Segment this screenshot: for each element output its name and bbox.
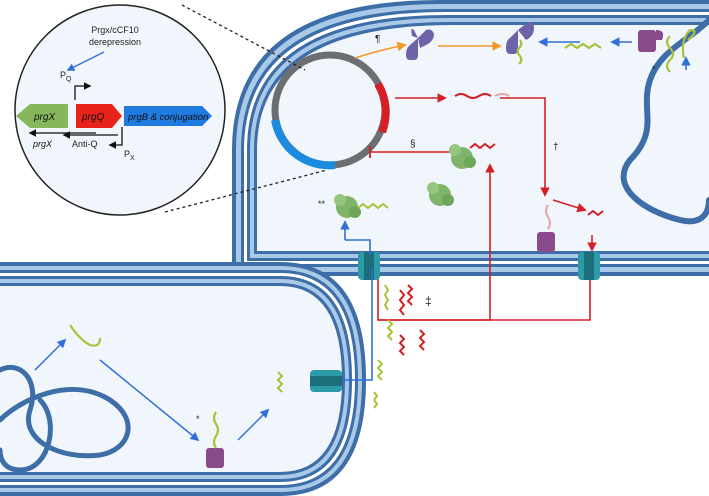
zoom-line-bottom	[164, 169, 328, 213]
recipient-cell	[0, 262, 366, 496]
gene-prgb-label: prgB & conjugation	[127, 112, 208, 123]
symbol-section: §	[410, 139, 416, 150]
transcript-antiq-label: Anti-Q	[72, 139, 98, 149]
transcript-prgx-label: prgX	[32, 139, 53, 149]
derepression-label-line2: derepression	[89, 37, 141, 47]
recipient-chromosome	[0, 364, 131, 473]
blue-arrow-to-export-bottom	[237, 408, 270, 441]
red-arrow-processing	[552, 199, 587, 213]
gene-prgq-arrow	[76, 104, 122, 128]
donor-chromosome	[620, 17, 709, 225]
symbol-star-double: **	[318, 199, 326, 209]
symbol-double-dagger: ‡	[425, 294, 432, 308]
promoter-x-arrow	[108, 127, 123, 149]
gene-prgx-arrow	[16, 104, 68, 128]
derepression-arrow	[66, 51, 105, 71]
promoter-q-label: P	[60, 70, 66, 80]
derepression-label-line1: Prgx/cCF10	[91, 25, 139, 35]
channel-export	[578, 252, 600, 280]
ribosome-1	[449, 144, 476, 169]
peptide-free-top	[564, 42, 602, 50]
channel-recipient-export	[310, 370, 342, 392]
protease-donor	[537, 232, 555, 252]
symbol-pilcrow: ¶	[375, 34, 380, 45]
plasmid	[271, 51, 390, 170]
promoter-x-subscript: X	[130, 155, 135, 162]
prgq-mrna	[454, 93, 492, 99]
peptide-processed	[587, 209, 604, 217]
gene-prgx-label: prgX	[33, 112, 55, 123]
peptide-recipient	[276, 371, 284, 393]
red-arrow-to-prepeptide	[500, 97, 550, 197]
peptide-on-ribosome-3	[357, 202, 389, 210]
blue-arrow-lipoprotein-bottom	[34, 338, 67, 371]
ribosome-2	[427, 182, 454, 206]
prepeptide-bottom-cell	[212, 411, 220, 449]
peptide-on-ribosome-1	[469, 142, 496, 150]
inset-zoom-circle	[14, 4, 226, 216]
promoter-x-label: P	[124, 149, 130, 159]
symbol-star-top: *	[652, 64, 656, 74]
gene-prgq-label: prgQ	[81, 112, 104, 123]
orange-arrow-plasmid-to-prgz	[354, 41, 407, 59]
protease-recipient	[206, 448, 224, 468]
zoom-line-top	[181, 4, 306, 71]
symbol-star-bottom: *	[196, 414, 200, 424]
symbol-dagger: †	[553, 142, 559, 153]
donor-cell	[232, 0, 709, 276]
channel-import	[358, 252, 380, 280]
lipoprotein-bottom	[69, 324, 102, 347]
prgz-receptor-2	[506, 22, 534, 54]
blue-arrow-to-protease-bottom	[99, 359, 200, 442]
prepeptide-bottom	[545, 204, 551, 230]
blue-line-recipient-to-donor	[342, 268, 373, 381]
lipoprotein-top	[681, 28, 696, 59]
ribosome-3	[334, 194, 361, 218]
gene-prgb-arrow	[124, 106, 212, 126]
protease-top	[638, 30, 664, 52]
promoter-q-arrow	[74, 82, 92, 100]
prepeptide-top	[665, 35, 675, 73]
prgz-receptor-1	[406, 28, 434, 60]
promoter-q-subscript: Q	[66, 76, 72, 83]
peptide-bound-receptor	[516, 39, 523, 65]
